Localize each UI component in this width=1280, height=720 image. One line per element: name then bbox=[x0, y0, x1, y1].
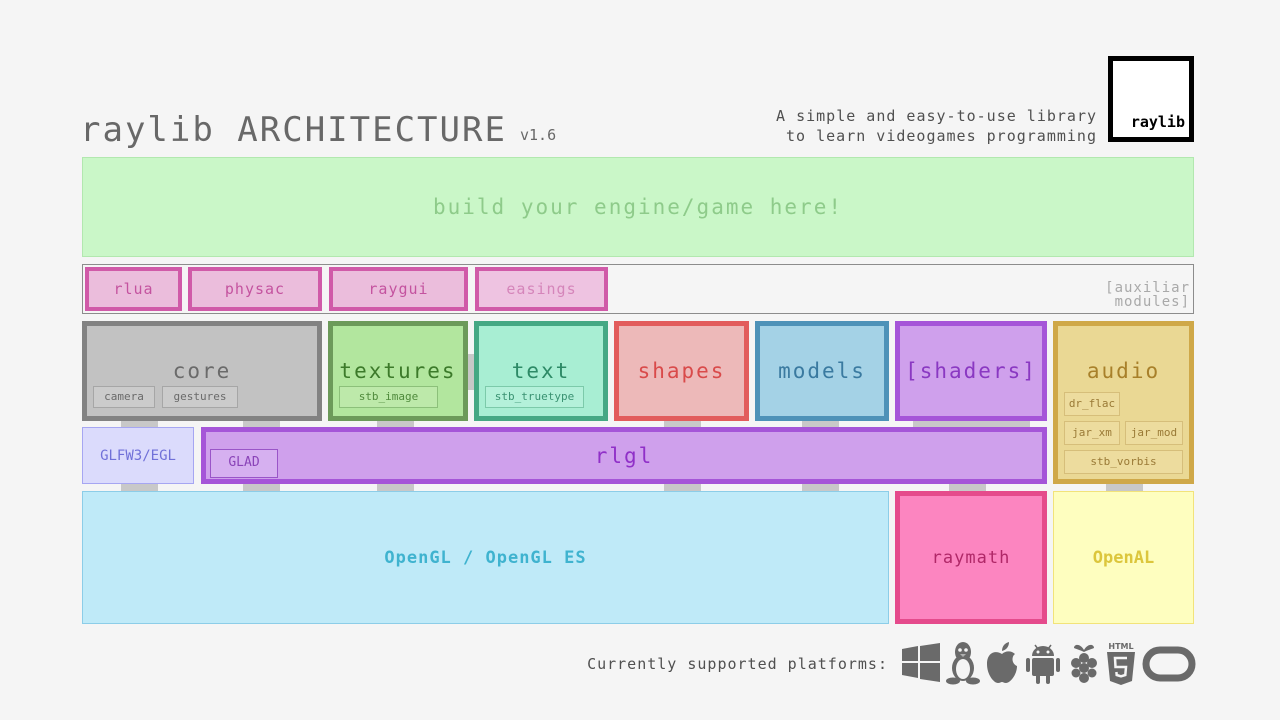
submodule-glad[interactable]: GLAD bbox=[210, 449, 278, 478]
platforms-label: Currently supported platforms: bbox=[587, 655, 888, 673]
module-rlua-label: rlua bbox=[113, 280, 154, 298]
module-easings[interactable]: easings bbox=[475, 267, 608, 311]
module-opengl[interactable]: OpenGL / OpenGL ES bbox=[82, 491, 889, 624]
submodule-camera[interactable]: camera bbox=[93, 386, 155, 408]
raspberry-pi-icon bbox=[1071, 644, 1097, 683]
submodule-stb-truetype[interactable]: stb_truetype bbox=[485, 386, 584, 408]
apple-icon bbox=[987, 642, 1017, 683]
module-glfw3-egl-label: GLFW3/EGL bbox=[100, 447, 176, 464]
submodule-stb-image[interactable]: stb_image bbox=[339, 386, 438, 408]
raylib-logo[interactable]: raylib bbox=[1108, 56, 1194, 142]
submodule-jar-xm[interactable]: jar_xm bbox=[1064, 421, 1120, 445]
tagline-line-2: to learn videogames programming bbox=[786, 127, 1097, 145]
connector bbox=[949, 484, 986, 491]
module-rlgl-label: rlgl bbox=[594, 444, 654, 468]
html5-icon-text: HTML bbox=[1108, 642, 1133, 651]
submodule-dr-flac[interactable]: dr_flac bbox=[1064, 392, 1120, 416]
connector bbox=[121, 484, 158, 491]
version-label: v1.6 bbox=[520, 126, 557, 144]
module-physac-label: physac bbox=[224, 280, 286, 298]
module-shaders-label: [shaders] bbox=[905, 359, 1037, 383]
windows-icon bbox=[902, 643, 940, 682]
module-rlgl[interactable]: GLAD rlgl bbox=[201, 427, 1047, 484]
module-shapes-label: shapes bbox=[637, 359, 726, 383]
module-core-label: core bbox=[172, 359, 232, 383]
module-easings-label: easings bbox=[506, 280, 577, 298]
module-audio[interactable]: audio dr_flac jar_xm jar_mod stb_vorbis bbox=[1053, 321, 1194, 484]
connector bbox=[243, 421, 280, 427]
connector bbox=[664, 484, 701, 491]
connector bbox=[913, 421, 1030, 427]
connector bbox=[377, 484, 414, 491]
module-text[interactable]: text stb_truetype bbox=[474, 321, 608, 421]
module-core[interactable]: core camera gestures bbox=[82, 321, 322, 421]
connector bbox=[664, 421, 701, 427]
submodule-gestures[interactable]: gestures bbox=[162, 386, 238, 408]
module-models-label: models bbox=[778, 359, 866, 383]
module-glfw3-egl[interactable]: GLFW3/EGL bbox=[82, 427, 194, 484]
html5-icon: HTML bbox=[1107, 642, 1135, 685]
oculus-icon bbox=[1142, 646, 1196, 682]
logo-text: raylib bbox=[1130, 113, 1185, 131]
module-shaders[interactable]: [shaders] bbox=[895, 321, 1047, 421]
module-physac[interactable]: physac bbox=[188, 267, 322, 311]
connector bbox=[243, 484, 280, 491]
android-icon bbox=[1026, 644, 1060, 684]
tagline-line-1: A simple and easy-to-use library bbox=[776, 107, 1097, 125]
auxiliar-label-line-2: modules] bbox=[1114, 294, 1190, 310]
module-raygui-label: raygui bbox=[368, 280, 429, 298]
connector bbox=[121, 421, 158, 427]
module-raymath-label: raymath bbox=[931, 547, 1011, 568]
connector bbox=[1106, 484, 1143, 491]
module-opengl-label: OpenGL / OpenGL ES bbox=[384, 547, 587, 568]
module-openal[interactable]: OpenAL bbox=[1053, 491, 1194, 624]
engine-area: build your engine/game here! bbox=[82, 157, 1194, 257]
connector bbox=[377, 421, 414, 427]
module-text-label: text bbox=[511, 359, 571, 383]
module-textures[interactable]: textures stb_image bbox=[328, 321, 468, 421]
connector bbox=[802, 484, 839, 491]
module-audio-label: audio bbox=[1086, 359, 1161, 383]
tagline: A simple and easy-to-use library to lear… bbox=[700, 106, 1097, 146]
module-openal-label: OpenAL bbox=[1092, 547, 1155, 568]
connector bbox=[468, 354, 476, 390]
submodule-jar-mod[interactable]: jar_mod bbox=[1125, 421, 1183, 445]
module-shapes[interactable]: shapes bbox=[614, 321, 749, 421]
linux-icon bbox=[946, 642, 980, 685]
module-rlua[interactable]: rlua bbox=[85, 267, 182, 311]
module-raygui[interactable]: raygui bbox=[329, 267, 468, 311]
page-title: raylib ARCHITECTURE bbox=[80, 110, 507, 150]
auxiliar-modules-label: [auxiliar modules] bbox=[1090, 281, 1190, 309]
connector bbox=[802, 421, 839, 427]
auxiliar-label-line-1: [auxiliar bbox=[1105, 280, 1190, 296]
module-textures-label: textures bbox=[339, 359, 457, 383]
engine-label: build your engine/game here! bbox=[432, 195, 843, 219]
module-models[interactable]: models bbox=[755, 321, 889, 421]
submodule-stb-vorbis[interactable]: stb_vorbis bbox=[1064, 450, 1183, 474]
module-raymath[interactable]: raymath bbox=[895, 491, 1047, 624]
